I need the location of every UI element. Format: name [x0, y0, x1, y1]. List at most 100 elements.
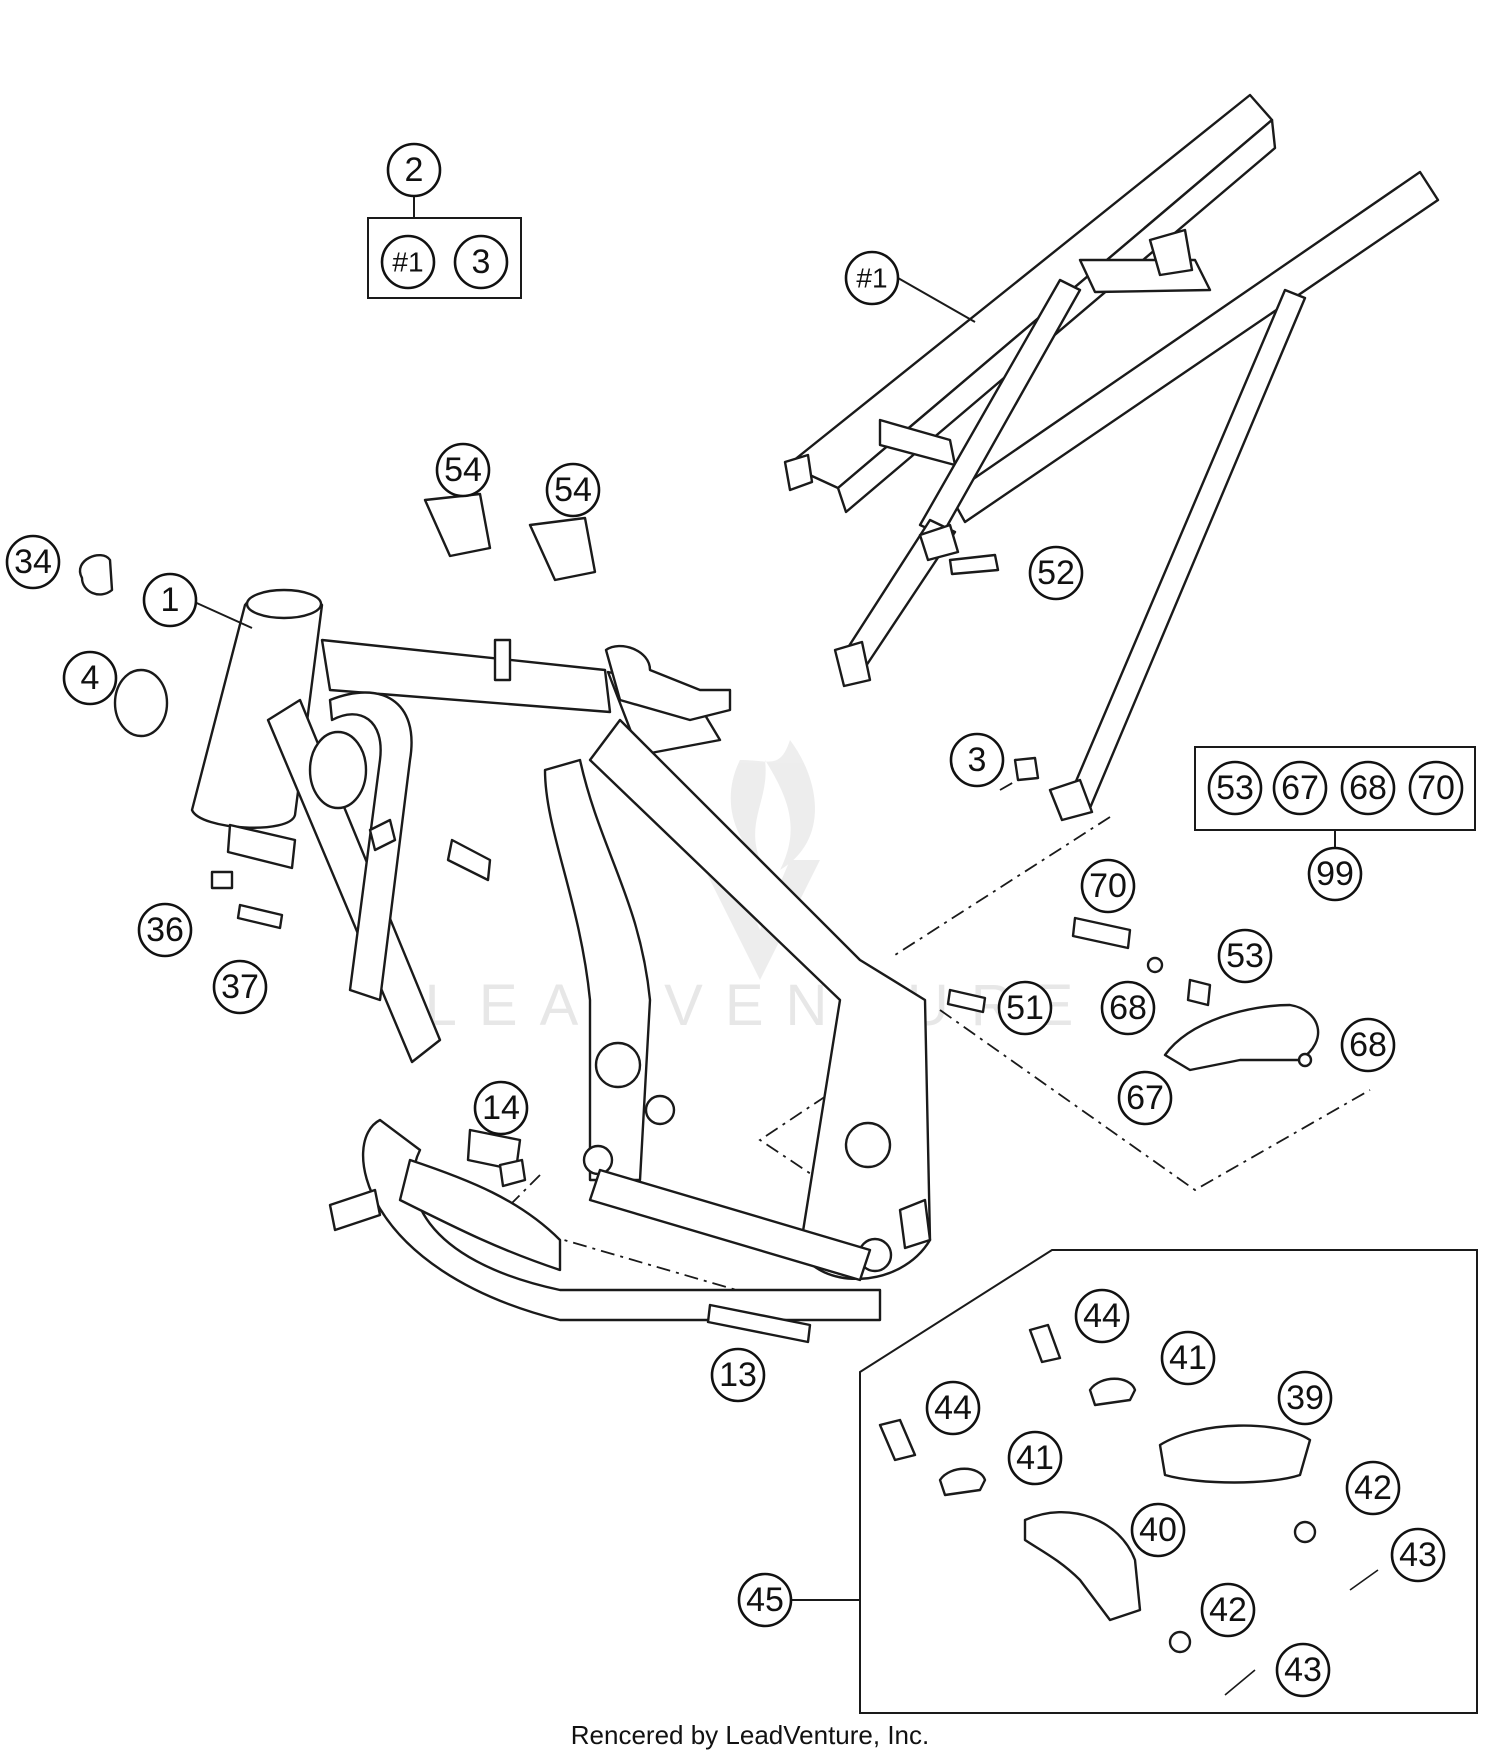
part-54-sticker	[528, 516, 597, 582]
swingarm-pivot	[594, 1041, 642, 1089]
svg-text:34: 34	[14, 543, 52, 581]
part-44-pin	[878, 1418, 917, 1462]
svg-text:68: 68	[1349, 1026, 1387, 1064]
part-68-washer	[1297, 1052, 1313, 1068]
callout-42a: 42	[1345, 1460, 1401, 1516]
svg-text:44: 44	[1083, 1297, 1121, 1335]
frame-lower-crossmember	[588, 1168, 872, 1282]
callout-67-kit: 67	[1272, 760, 1328, 816]
part-4-seal	[113, 668, 169, 738]
part-70-bolt	[1071, 916, 1132, 950]
part-14-nut	[498, 1158, 527, 1188]
part-34-cable-guide	[78, 554, 114, 596]
frame-fuel-spigot	[493, 638, 512, 682]
callout-54b: 54	[545, 462, 601, 518]
leader-line	[897, 277, 976, 323]
part-3-nut	[1013, 756, 1040, 782]
part-54-sticker	[423, 492, 492, 558]
callouts: 2 #1 3 #1 54 54 34 1 4 52 3 53 67 68 70 …	[5, 142, 1464, 1698]
svg-text:39: 39	[1286, 1379, 1324, 1417]
part-52-bolt	[948, 553, 1000, 576]
callout-42b: 42	[1200, 1582, 1256, 1638]
svg-text:67: 67	[1281, 769, 1319, 807]
svg-text:54: 54	[554, 471, 592, 509]
callout-3: 3	[949, 732, 1005, 788]
assembly-line	[894, 816, 1111, 956]
svg-text:70: 70	[1089, 867, 1127, 905]
part-43-pin	[1349, 1569, 1379, 1591]
callout-68-kit: 68	[1340, 760, 1396, 816]
steering-head-top	[245, 588, 323, 620]
callout-70-kit: 70	[1408, 760, 1464, 816]
callout-53-kit: 53	[1207, 760, 1263, 816]
kit-45-box	[859, 1249, 1478, 1714]
subframe-rail-end	[783, 453, 814, 492]
svg-text:54: 54	[444, 451, 482, 489]
part-42-washer	[1293, 1520, 1317, 1544]
subframe-bracket	[1148, 228, 1194, 277]
frame-tab-small	[368, 818, 397, 852]
callout-51: 51	[997, 980, 1053, 1036]
frame-rear-boss	[844, 1121, 892, 1169]
watermark-text: LEADVENTURE	[425, 973, 1096, 1038]
callout-34: 34	[5, 534, 61, 590]
hardware	[78, 492, 1320, 1344]
callout-44a: 44	[1074, 1288, 1130, 1344]
callout-1: 1	[142, 572, 198, 628]
svg-text:53: 53	[1216, 769, 1254, 807]
svg-text:42: 42	[1209, 1591, 1247, 1629]
callout-44b: 44	[925, 1380, 981, 1436]
svg-text:3: 3	[968, 741, 987, 779]
svg-text:41: 41	[1169, 1339, 1207, 1377]
callout-54a: 54	[435, 442, 491, 498]
svg-text:68: 68	[1109, 989, 1147, 1027]
subframe-mount	[918, 523, 960, 562]
callout-36: 36	[137, 902, 193, 958]
frame-tab	[328, 1188, 382, 1232]
svg-text:67: 67	[1126, 1079, 1164, 1117]
part-53-spacer	[1186, 978, 1212, 1007]
svg-text:53: 53	[1226, 937, 1264, 975]
part-51-bolt	[946, 988, 987, 1014]
leaders	[189, 188, 1336, 1601]
part-42-washer	[1168, 1630, 1192, 1654]
part-39-footpeg	[1158, 1424, 1312, 1484]
part-68-washer	[1146, 956, 1164, 974]
callout-52: 52	[1028, 545, 1084, 601]
svg-text:#1: #1	[856, 263, 887, 294]
part-44-pin	[1028, 1323, 1062, 1364]
part-40-footpeg	[1023, 1511, 1142, 1622]
main-frame	[190, 588, 932, 1322]
svg-text:51: 51	[1006, 989, 1044, 1027]
callout-43a: 43	[1390, 1527, 1446, 1583]
callout-41a: 41	[1160, 1330, 1216, 1386]
frame-swingarm-plate	[543, 758, 652, 1182]
callout-3-set: 3	[453, 234, 509, 290]
part-41-spring	[938, 1467, 987, 1497]
subframe-upper-rail-right	[948, 170, 1440, 524]
part-41-spring	[1088, 1377, 1137, 1407]
svg-text:2: 2	[405, 151, 424, 189]
part-36-nut	[210, 870, 234, 890]
frame-boss	[582, 1144, 614, 1176]
frame-footpeg-mount	[898, 1198, 932, 1250]
svg-text:45: 45	[746, 1581, 784, 1619]
svg-text:#1: #1	[392, 247, 423, 278]
callout-14: 14	[473, 1080, 529, 1136]
footpeg-kit	[859, 1249, 1478, 1714]
frame-sleeve	[226, 823, 297, 870]
svg-text:4: 4	[81, 659, 100, 697]
callout-67: 67	[1117, 1070, 1173, 1126]
frame-cradle-plate	[398, 1158, 562, 1272]
frame-inner-tube	[328, 691, 413, 1002]
callout-41b: 41	[1007, 1430, 1063, 1486]
callout-70: 70	[1080, 858, 1136, 914]
svg-text:41: 41	[1016, 1439, 1054, 1477]
svg-text:13: 13	[719, 1356, 757, 1394]
watermark-flame-icon	[730, 740, 815, 870]
subframe-right-foot	[1048, 778, 1094, 822]
part-43-pin	[1224, 1669, 1256, 1696]
callout-40: 40	[1130, 1502, 1186, 1558]
